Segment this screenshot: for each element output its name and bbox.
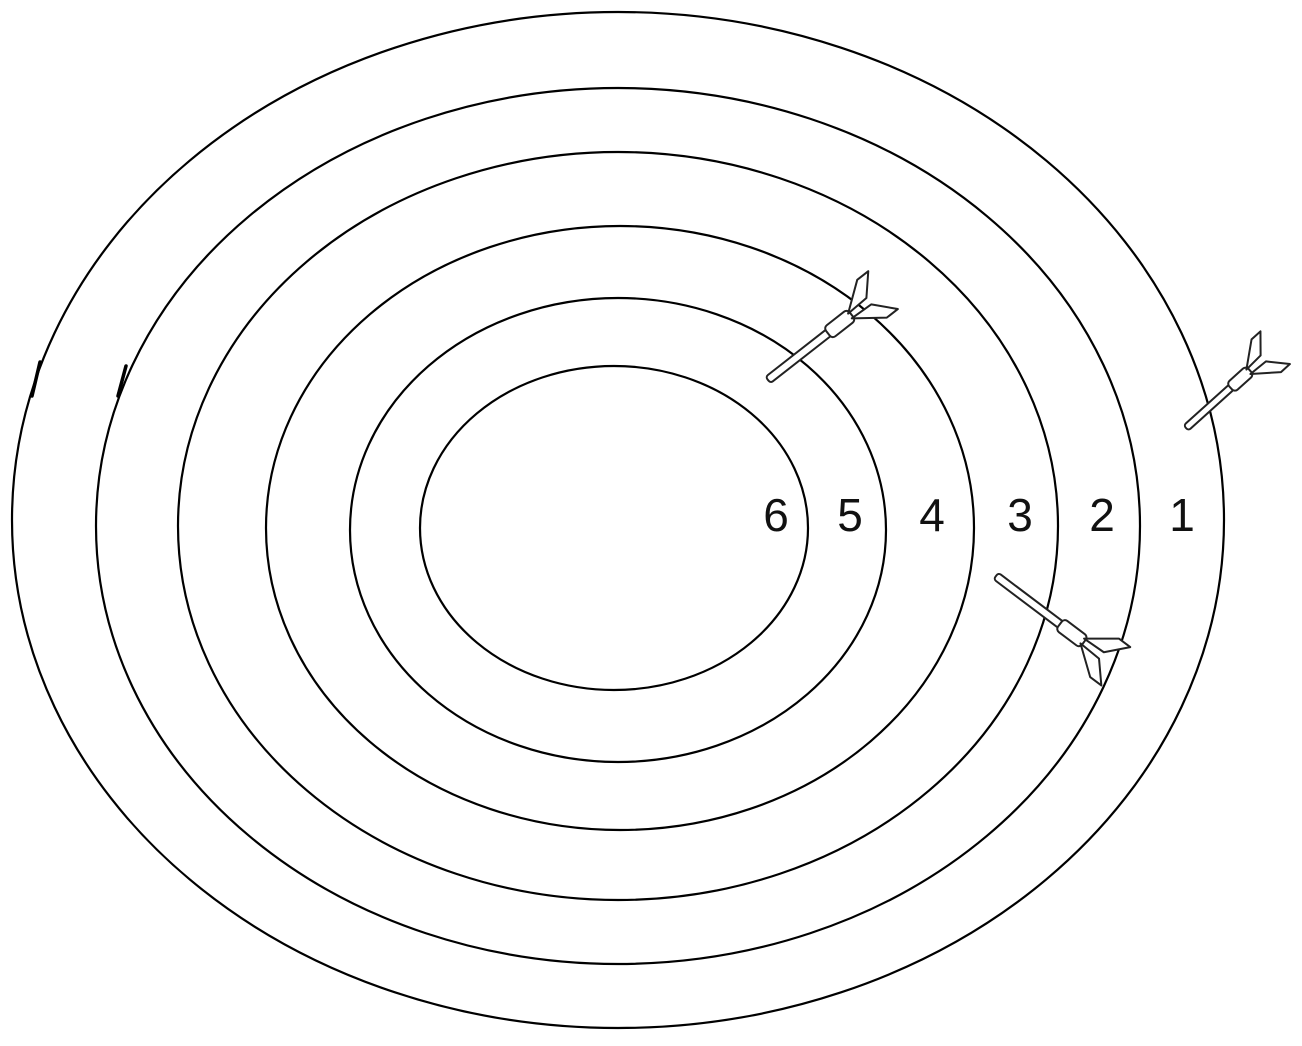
ring-labels: 6 5 4 3 2 1 xyxy=(763,489,1195,541)
dart-shaft xyxy=(1184,383,1236,431)
ring-label-3: 3 xyxy=(1007,489,1033,541)
dart-barrel xyxy=(1227,366,1254,392)
ring-2-outer xyxy=(96,88,1140,964)
target-rings xyxy=(12,12,1224,1028)
dart-shaft xyxy=(994,573,1066,630)
dart-shaft xyxy=(766,328,834,384)
ring-1-outer xyxy=(12,12,1224,1028)
ring-label-4: 4 xyxy=(919,489,945,541)
ring-label-2: 2 xyxy=(1089,489,1115,541)
dart-barrel xyxy=(824,309,856,339)
ring-label-6: 6 xyxy=(763,489,789,541)
edge-marks xyxy=(32,362,126,396)
ring-6-bullseye xyxy=(420,366,808,690)
ring-label-1: 1 xyxy=(1169,489,1195,541)
edge-mark-outer xyxy=(32,362,40,396)
ring-5-outer xyxy=(350,298,886,762)
dart-icon xyxy=(753,271,898,399)
dart-icon xyxy=(982,557,1131,686)
dart-barrel xyxy=(1056,619,1088,648)
ring-label-5: 5 xyxy=(837,489,863,541)
